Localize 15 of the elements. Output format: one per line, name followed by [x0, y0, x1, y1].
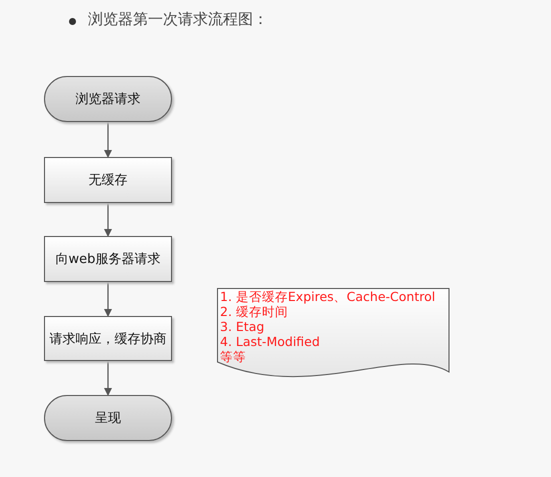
- note-text: 1. 是否缓存Expires、Cache-Control: [220, 289, 436, 304]
- title: 浏览器第一次请求流程图：: [88, 10, 268, 29]
- process-box: 请求响应，缓存协商: [44, 316, 172, 361]
- note-text: 4. Last-Modified: [220, 334, 320, 349]
- note-text: 3. Etag: [220, 319, 264, 334]
- note-text: 等等: [220, 349, 246, 364]
- process-box: 向web服务器请求: [44, 236, 172, 282]
- process-box: 无缓存: [44, 157, 172, 203]
- arrow: [104, 282, 112, 317]
- arrow: [104, 122, 112, 158]
- arrow: [104, 203, 112, 237]
- terminal-shape: 呈现: [44, 395, 172, 441]
- terminal-shape: 浏览器请求: [44, 76, 172, 122]
- note-text: 2. 缓存时间: [220, 304, 288, 319]
- arrow: [104, 361, 112, 396]
